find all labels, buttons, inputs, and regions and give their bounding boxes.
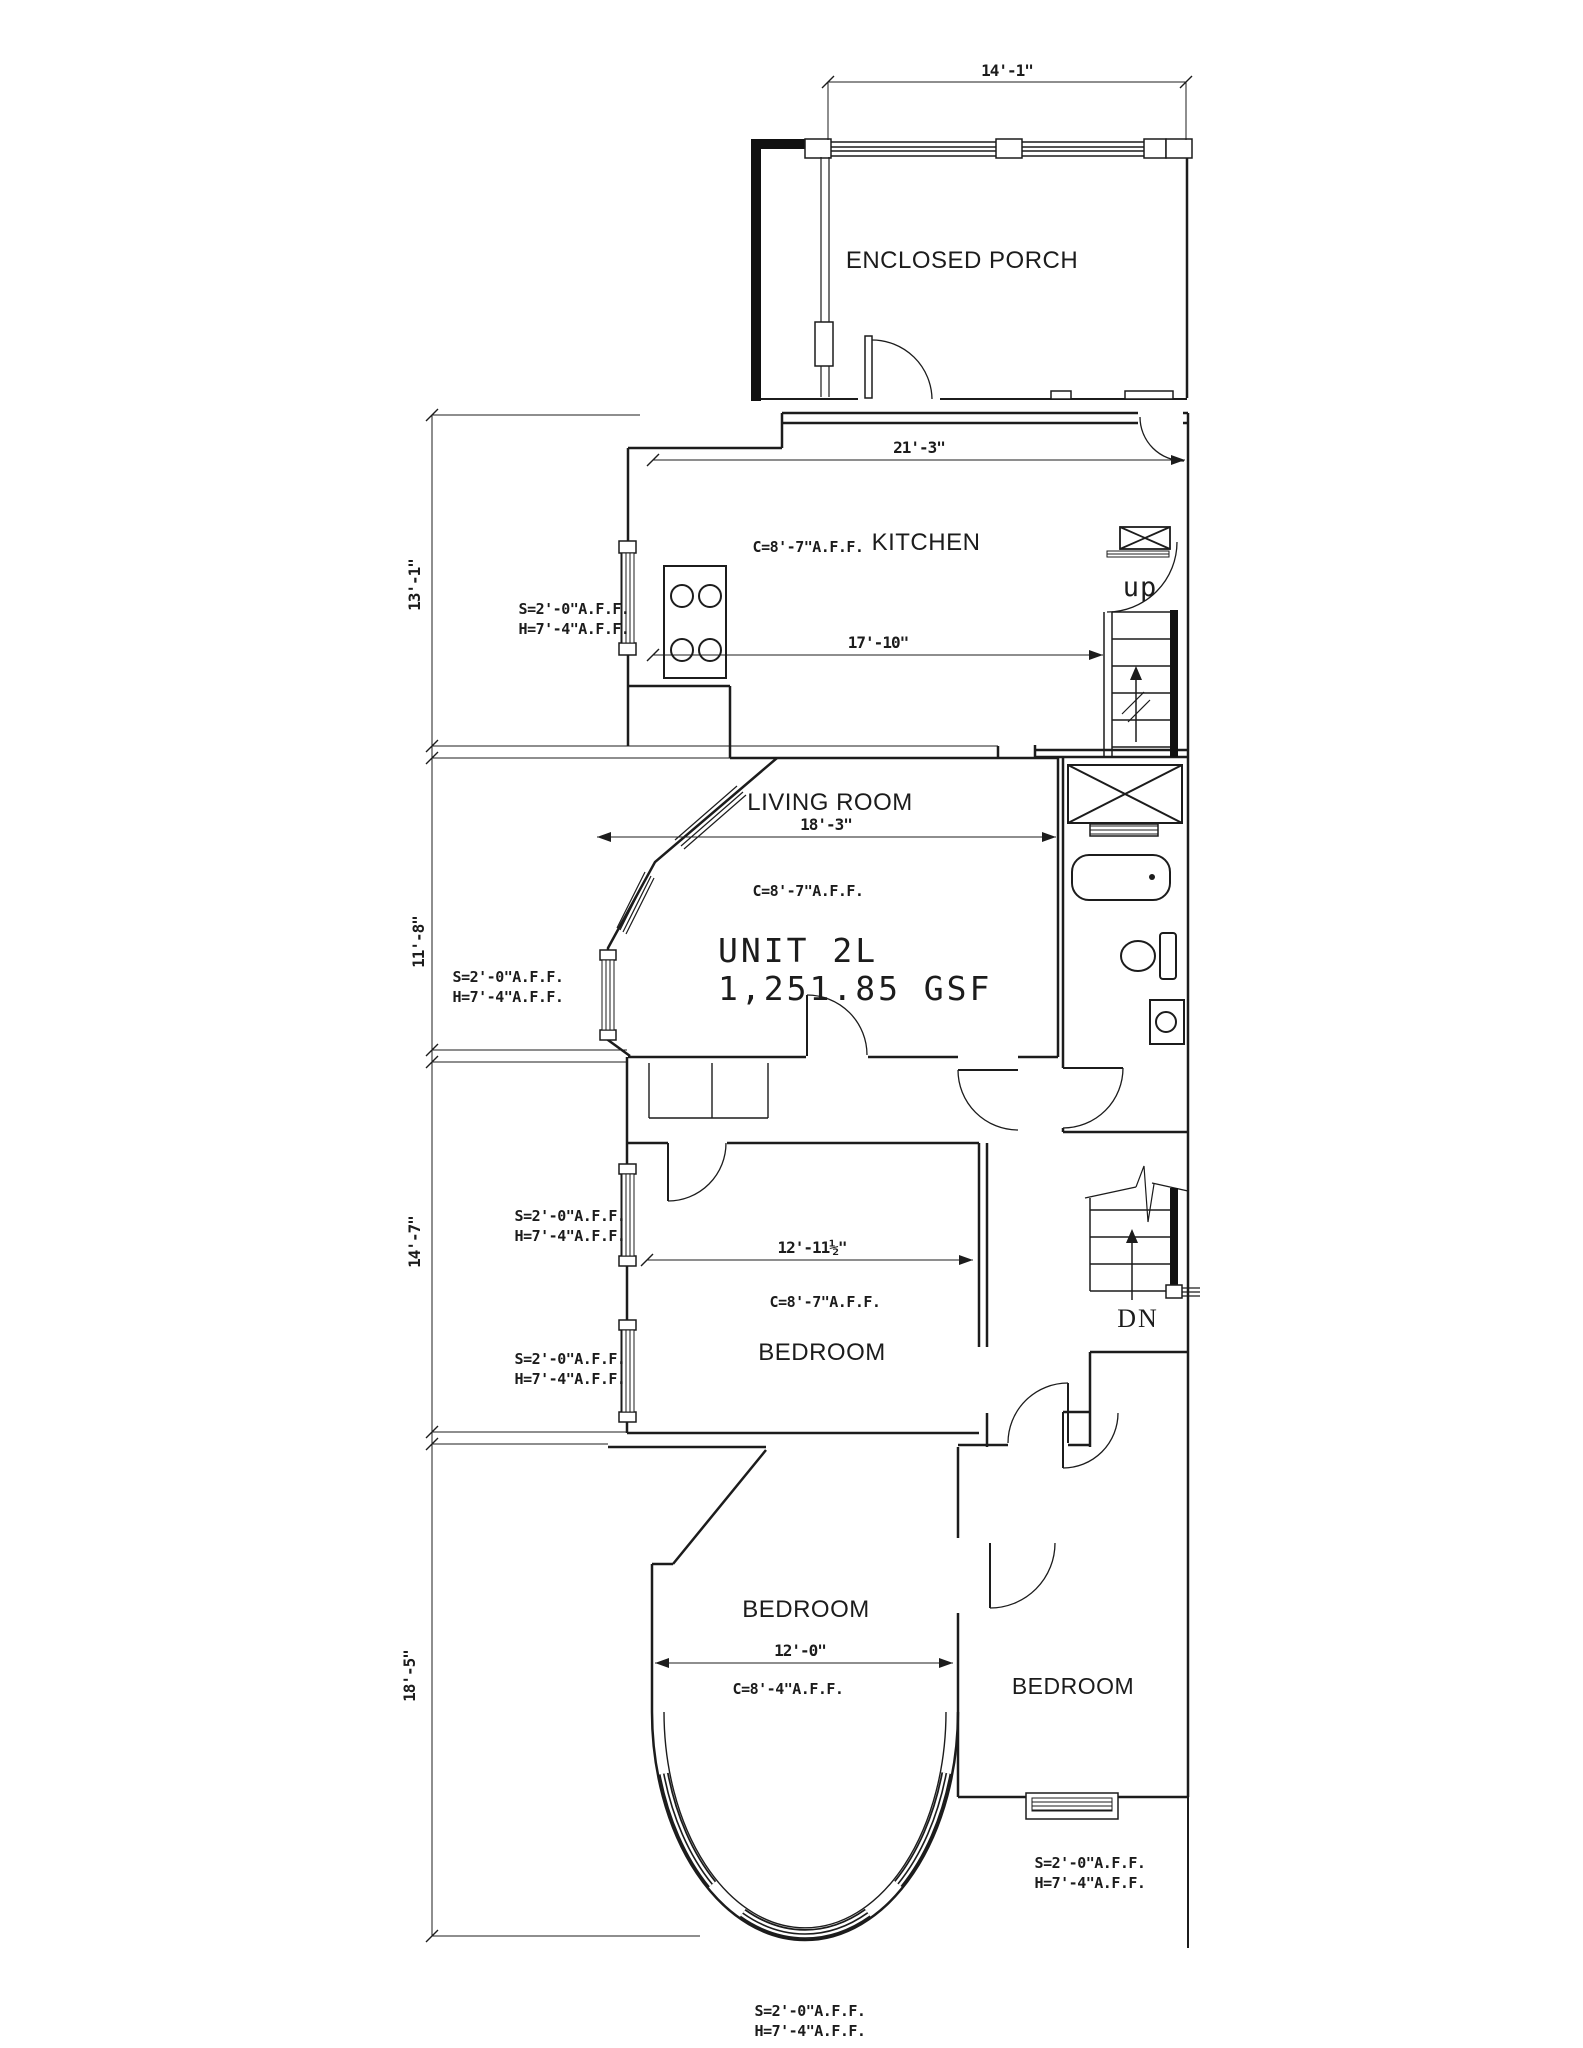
svg-text:S=2'-0"A.F.F.: S=2'-0"A.F.F. [453,968,564,986]
unit-area: 1,251.85 GSF [718,969,992,1008]
bedroom1-door [667,1142,727,1202]
svg-text:H=7'-4"A.F.F.: H=7'-4"A.F.F. [755,2022,866,2040]
dim-porch-width: 14'-1" [981,61,1033,80]
window-note-bedroom1-upper: S=2'-0"A.F.F. H=7'-4"A.F.F. [515,1207,626,1245]
window-note-kitchen: S=2'-0"A.F.F. H=7'-4"A.F.F. [519,600,630,638]
dim-bedroom1-width: 12'-11½" [777,1238,846,1257]
kitchen-label: KITCHEN [872,529,981,556]
stairs-down-label: DN [1117,1304,1159,1333]
vestibule-door [1007,1382,1069,1444]
bedroom2-label: BEDROOM [742,1596,870,1623]
dim-section-bedroom1: 14'-7" [405,1216,424,1268]
stairs-up-label: up [1123,572,1158,603]
window-note-bay: S=2'-0"A.F.F. H=7'-4"A.F.F. [755,2002,866,2040]
porch-door [864,335,933,400]
kitchen-entry-door [806,994,868,1056]
doors [667,994,1124,1609]
thin-lines [648,1063,769,1119]
svg-text:H=7'-4"A.F.F.: H=7'-4"A.F.F. [519,620,630,638]
window-note-living: S=2'-0"A.F.F. H=7'-4"A.F.F. [453,968,564,1006]
dim-kitchen-width: 21'-3" [893,438,945,457]
fixtures [663,526,1185,1045]
svg-text:H=7'-4"A.F.F.: H=7'-4"A.F.F. [515,1370,626,1388]
bathtub-icon [1071,854,1171,901]
wall-windows [618,540,1119,1820]
bedroom1-window-lower [618,1319,637,1423]
window-notes: S=2'-0"A.F.F. H=7'-4"A.F.F. S=2'-0"A.F.F… [453,600,1146,2040]
bathroom-door [1062,1067,1124,1129]
dim-bedroom2-width: 12'-0" [774,1641,826,1660]
bedroom3-label: BEDROOM [1012,1673,1134,1699]
bedroom1-window-upper [618,1163,637,1267]
porch-label: ENCLOSED PORCH [846,247,1078,274]
sink-icon [1149,999,1185,1045]
living-label: LIVING ROOM [747,789,913,816]
dim-section-kitchen: 13'-1" [405,559,424,611]
walls [606,411,1190,1948]
porch-structure [751,138,1193,401]
toilet-icon [1120,932,1177,980]
dim-section-living: 11'-8" [409,916,428,968]
window-note-bedroom1-lower: S=2'-0"A.F.F. H=7'-4"A.F.F. [515,1350,626,1388]
shaft-box [1067,764,1183,837]
dim-section-bedroom2: 18'-5" [400,1650,419,1702]
porch-window-band [807,141,1168,157]
svg-text:H=7'-4"A.F.F.: H=7'-4"A.F.F. [1035,1874,1146,1892]
svg-text:H=7'-4"A.F.F.: H=7'-4"A.F.F. [515,1227,626,1245]
svg-text:S=2'-0"A.F.F.: S=2'-0"A.F.F. [519,600,630,618]
bedroom1-ceiling: C=8'-7"A.F.F. [770,1293,881,1311]
bedroom1-label: BEDROOM [758,1339,886,1366]
hall-door [957,1069,1019,1131]
svg-text:S=2'-0"A.F.F.: S=2'-0"A.F.F. [755,2002,866,2020]
stairs-up [1103,416,1185,757]
dim-kitchen-depth: 17'-10" [848,633,908,652]
labels: ENCLOSED PORCH KITCHEN C=8'-7"A.F.F. LIV… [718,247,1159,1699]
stove-icon [663,565,727,679]
bedroom2-ceiling: C=8'-4"A.F.F. [733,1680,844,1698]
svg-text:S=2'-0"A.F.F.: S=2'-0"A.F.F. [1035,1854,1146,1872]
dim-living-width: 18'-3" [800,815,852,834]
window-note-bedroom3: S=2'-0"A.F.F. H=7'-4"A.F.F. [1035,1854,1146,1892]
bedroom3-door [1062,1412,1119,1469]
dimension-texts: 14'-1" 21'-3" 17'-10" 18'-3" 12'-11½" 12… [400,61,1034,1702]
kitchen-window [618,540,637,656]
kitchen-ceiling: C=8'-7"A.F.F. [753,538,864,556]
landing-shaft-box [1106,526,1171,558]
bedroom3-window [1025,1792,1119,1820]
svg-text:S=2'-0"A.F.F.: S=2'-0"A.F.F. [515,1350,626,1368]
unit-name: UNIT 2L [718,931,878,970]
svg-text:H=7'-4"A.F.F.: H=7'-4"A.F.F. [453,988,564,1006]
svg-text:S=2'-0"A.F.F.: S=2'-0"A.F.F. [515,1207,626,1225]
stairs-down [1084,1165,1200,1300]
living-bay-windows [599,785,747,1041]
bedroom2-door [989,1542,1056,1609]
dimension-lines [425,75,1193,1943]
living-ceiling: C=8'-7"A.F.F. [753,882,864,900]
bay-bow-windows [653,1711,957,1939]
